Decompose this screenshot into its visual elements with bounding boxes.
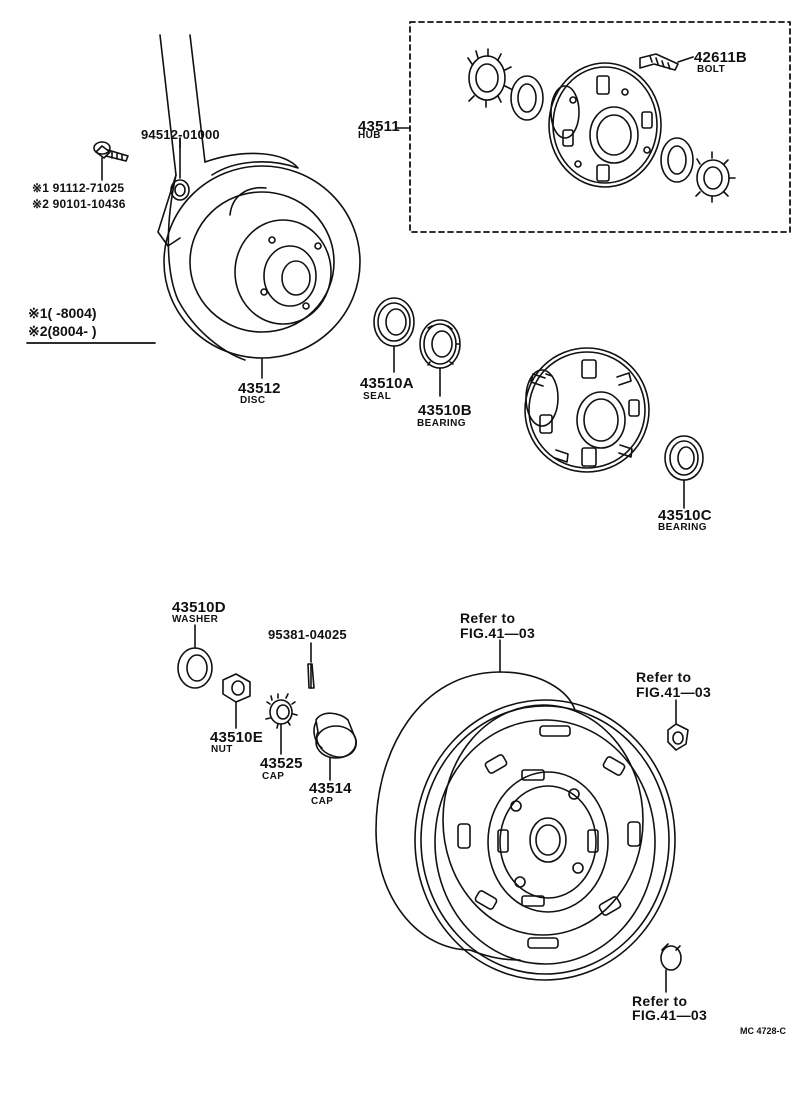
wheel-nut — [667, 699, 689, 751]
oil-seal — [373, 297, 415, 373]
label-name-disc: DISC — [240, 395, 266, 406]
cotter-pin — [307, 642, 315, 689]
ref-nut-line1: Refer to — [636, 669, 692, 685]
label-name-cap-43525: CAP — [262, 771, 285, 782]
label-part-290101: ※2 90101-10436 — [32, 197, 126, 211]
label-part-43514: 43514 — [309, 780, 352, 797]
hub-assembly-box — [409, 21, 791, 233]
nut-lock-cap — [265, 693, 298, 755]
ref-lug-line1: Refer to — [632, 993, 688, 1009]
lug-bolt — [660, 943, 682, 993]
label-part-43510A: 43510A — [360, 375, 414, 392]
label-name-bearing-c: BEARING — [658, 522, 707, 533]
label-name-hub: HUB — [358, 130, 381, 141]
note-2: ※2(8004- ) — [28, 323, 97, 339]
label-part-43525: 43525 — [260, 755, 303, 772]
label-part-43512: 43512 — [238, 380, 281, 397]
drawing-code: MC 4728-C — [740, 1026, 787, 1036]
label-part-42611B: 42611B — [694, 49, 747, 66]
ref-nut-line2: FIG.41—03 — [636, 684, 712, 700]
ref-lug-line2: FIG.41—03 — [632, 1007, 708, 1023]
label-part-191112: ※1 91112-71025 — [32, 181, 125, 195]
thrust-washer — [177, 624, 213, 689]
label-part-43510C: 43510C — [658, 507, 712, 524]
inner-bearing — [419, 319, 461, 397]
label-part-94512: 94512-01000 — [141, 127, 220, 142]
note-1: ※1( -8004) — [28, 305, 97, 321]
backing-plate-bolt — [93, 141, 129, 181]
ref-wheel-line1: Refer to — [460, 610, 516, 626]
label-name-bearing-b: BEARING — [417, 418, 466, 429]
boxed-hub — [467, 48, 736, 203]
hub-nut — [222, 673, 251, 729]
wheel-hub — [524, 347, 650, 473]
label-part-43510E: 43510E — [210, 729, 263, 746]
label-part-43511: 43511 — [358, 118, 400, 135]
label-name-seal: SEAL — [363, 391, 392, 402]
label-name-cap-43514: CAP — [311, 796, 334, 807]
label-name-bolt: BOLT — [697, 64, 726, 75]
label-name-nut: NUT — [211, 744, 233, 755]
outer-bearing — [664, 435, 704, 509]
road-wheel — [375, 639, 676, 981]
label-name-washer: WASHER — [172, 614, 219, 625]
backing-plate — [157, 34, 299, 361]
grease-cap — [313, 712, 357, 781]
label-part-95381: 95381-04025 — [268, 627, 347, 642]
label-part-43510D: 43510D — [172, 599, 226, 616]
label-part-43510B: 43510B — [418, 402, 472, 419]
ref-wheel-line2: FIG.41—03 — [460, 625, 536, 641]
brake-disc — [163, 165, 361, 379]
